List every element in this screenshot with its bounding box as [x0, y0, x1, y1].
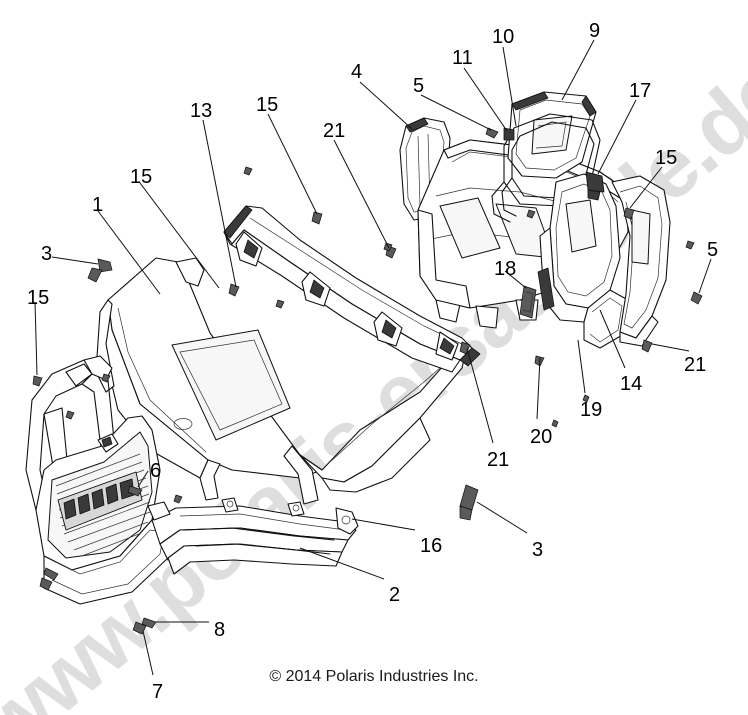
callout-5a: 5 — [413, 75, 425, 97]
callout-15a: 15 — [256, 94, 279, 116]
callout-21c: 21 — [487, 449, 510, 471]
callout-1: 1 — [92, 194, 104, 216]
copyright-notice: © 2014 Polaris Industries Inc. — [269, 668, 479, 685]
callout-13: 13 — [190, 100, 213, 122]
callout-6: 6 — [150, 460, 162, 482]
callout-19: 19 — [580, 399, 603, 421]
callout-4: 4 — [351, 61, 363, 83]
callout-5b: 5 — [707, 239, 719, 261]
callout-17: 17 — [629, 80, 652, 102]
upper-cross-brace-part-13 — [223, 205, 481, 373]
callout-20: 20 — [530, 426, 553, 448]
leader-lines — [34, 39, 712, 676]
callout-2: 2 — [389, 584, 401, 606]
hood-part-1 — [95, 257, 467, 505]
callout-21a: 21 — [323, 120, 346, 142]
callout-15c: 15 — [27, 287, 50, 309]
windscreen-bezel-part-9 — [507, 91, 597, 179]
callout-18: 18 — [494, 258, 517, 280]
callout-8: 8 — [214, 619, 226, 641]
callout-15b: 15 — [655, 147, 678, 169]
callout-9: 9 — [589, 20, 601, 42]
front-bumper-brush-guard — [25, 355, 359, 605]
callout-14: 14 — [620, 373, 643, 395]
callout-11: 11 — [452, 47, 473, 69]
callout-10: 10 — [492, 26, 515, 48]
callout-3a: 3 — [41, 243, 53, 265]
right-fender-fascia — [537, 173, 629, 349]
callout-7: 7 — [152, 681, 164, 703]
callout-15d: 15 — [130, 166, 153, 188]
callout-3b: 3 — [532, 539, 544, 561]
callout-21b: 21 — [684, 354, 707, 376]
callout-16: 16 — [420, 535, 443, 557]
